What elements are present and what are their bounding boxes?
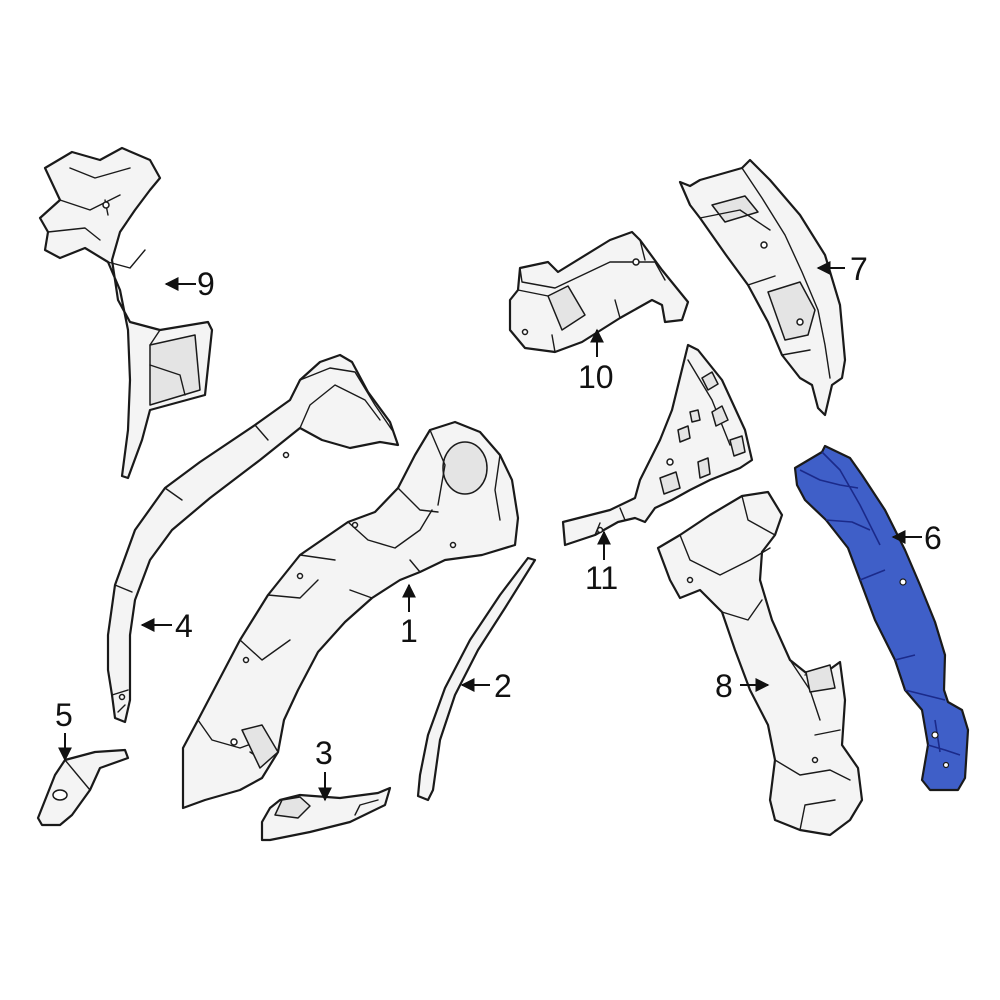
part-8-pillar-lower[interactable] (656, 490, 864, 837)
part-3-bracket[interactable] (260, 786, 392, 842)
callout-9: 9 (197, 266, 215, 302)
callout-4: 4 (175, 608, 193, 644)
callout-7: 7 (850, 251, 868, 287)
part-10-bracket[interactable] (508, 230, 690, 354)
callout-6: 6 (924, 520, 942, 556)
part-11-inner-panel[interactable] (561, 343, 754, 547)
part-7-rail[interactable] (678, 158, 847, 417)
leader-lines (58, 261, 922, 802)
callout-11: 11 (585, 560, 618, 596)
part-1-inner-wheelhouse[interactable] (181, 420, 520, 810)
callout-8: 8 (715, 668, 733, 704)
part-4-arch[interactable] (106, 353, 400, 724)
part-2-strip[interactable] (416, 556, 537, 802)
callout-10: 10 (578, 359, 614, 395)
callout-labels: 9 10 7 11 6 4 1 2 8 5 3 (55, 251, 942, 771)
callout-2: 2 (494, 668, 512, 704)
callout-3: 3 (315, 735, 333, 771)
part-9-pillar-upper[interactable] (38, 146, 214, 480)
part-6-reinforcement[interactable] (793, 444, 970, 792)
callout-1: 1 (400, 613, 418, 649)
callout-5: 5 (55, 697, 73, 733)
part-5-gusset[interactable] (36, 748, 130, 827)
